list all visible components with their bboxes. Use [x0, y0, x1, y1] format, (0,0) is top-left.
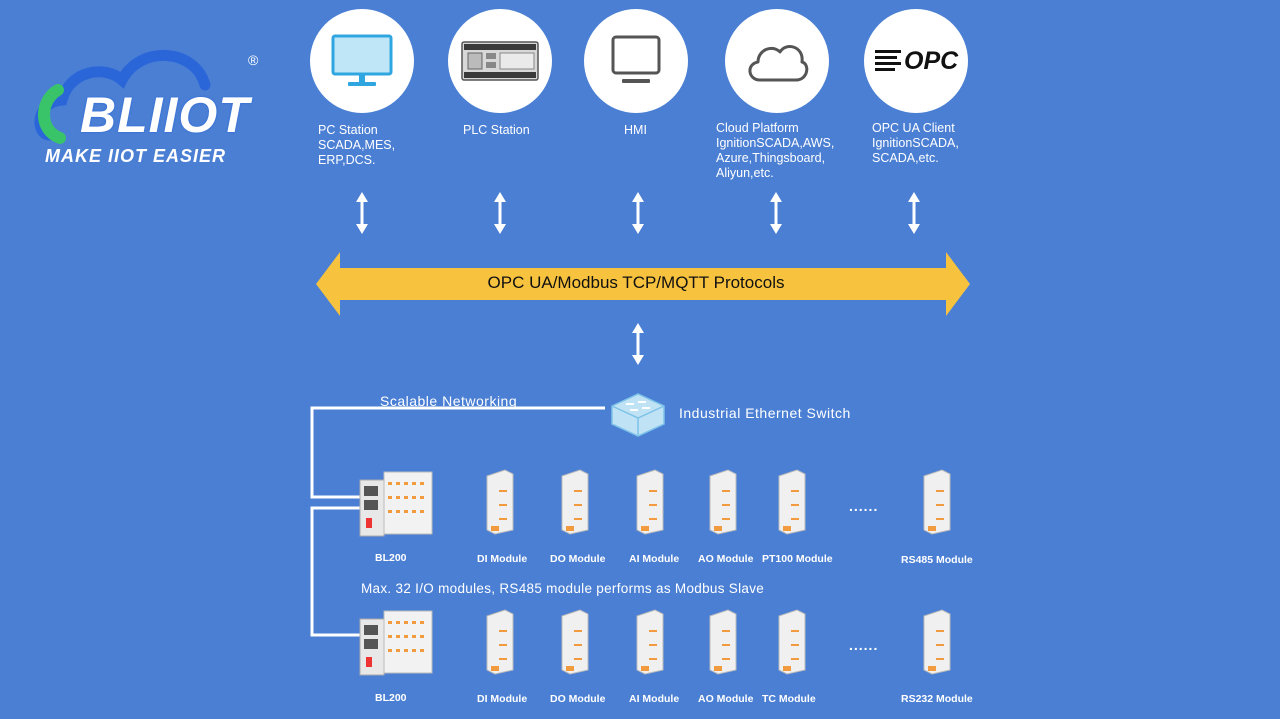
network-line-bottom	[310, 506, 362, 637]
industrial-switch-label: Industrial Ethernet Switch	[679, 405, 851, 421]
row2-module-label: TC Module	[762, 693, 816, 705]
bl200-label-row2: BL200	[375, 692, 407, 704]
cloud-icon	[748, 45, 809, 82]
opc-ua-client-label: OPC UA Client IgnitionSCADA, SCADA,etc.	[872, 121, 959, 165]
pc-station-label: PC Station SCADA,MES, ERP,DCS.	[318, 123, 396, 167]
opc-ua-client-node: OPC	[864, 9, 968, 113]
row2-ellipsis: ......	[849, 637, 879, 653]
bl200-controller-row2	[358, 607, 434, 684]
cloud-platform-label: Cloud Platform IgnitionSCADA,AWS, Azure,…	[716, 121, 835, 180]
logo-tagline: MAKE IIOT EASIER	[45, 146, 227, 166]
protocol-banner-label: OPC UA/Modbus TCP/MQTT Protocols	[487, 273, 785, 292]
row1-module-label: AI Module	[629, 553, 680, 565]
bl200-controller-row1	[358, 468, 434, 545]
company-logo	[30, 40, 280, 170]
row1-module-label: PT100 Module	[762, 553, 833, 565]
row2-module-label: DI Module	[477, 693, 528, 705]
di-module-icon	[486, 609, 514, 675]
cloud-platform-node	[725, 9, 829, 113]
row1-last-module-label: RS485 Module	[901, 554, 973, 566]
row1-module-label: AO Module	[698, 553, 754, 565]
pc-station-node	[310, 9, 414, 113]
row2-module-label: AI Module	[629, 693, 680, 705]
row1-module-label: DO Module	[550, 553, 606, 565]
opc-logo-icon	[875, 50, 901, 71]
opc-logo-text: OPC	[904, 47, 959, 75]
hmi-label: HMI	[624, 123, 647, 137]
bl200-label-row1: BL200	[375, 552, 407, 564]
hmi-node	[584, 9, 688, 113]
row1-module-label: DI Module	[477, 553, 528, 565]
row2-last-module-label: RS232 Module	[901, 693, 973, 705]
scalable-networking-label: Scalable Networking	[380, 393, 518, 409]
ai-module-icon	[636, 609, 664, 675]
io-capacity-note: Max. 32 I/O modules, RS485 module perfor…	[361, 581, 765, 596]
do-module-icon	[561, 609, 589, 675]
logo-cloud-icon	[34, 50, 211, 144]
registered-mark: ®	[248, 52, 259, 68]
ao-module-icon	[709, 609, 737, 675]
plc-station-label: PLC Station	[463, 123, 530, 137]
hmi-screen-icon	[611, 35, 661, 83]
ethernet-switch-icon	[608, 384, 668, 445]
monitor-icon	[331, 34, 393, 86]
rs232-module-icon	[923, 609, 951, 675]
logo-wordmark: BLIIOT	[80, 87, 250, 143]
tc-module-icon	[778, 609, 806, 675]
network-line-top	[310, 406, 605, 499]
protocol-banner-arrow	[316, 252, 970, 316]
plc-station-node	[448, 9, 552, 113]
plc-icon	[461, 41, 539, 81]
row1-ellipsis: ......	[849, 498, 879, 514]
row2-module-label: AO Module	[698, 693, 754, 705]
row2-module-label: DO Module	[550, 693, 606, 705]
